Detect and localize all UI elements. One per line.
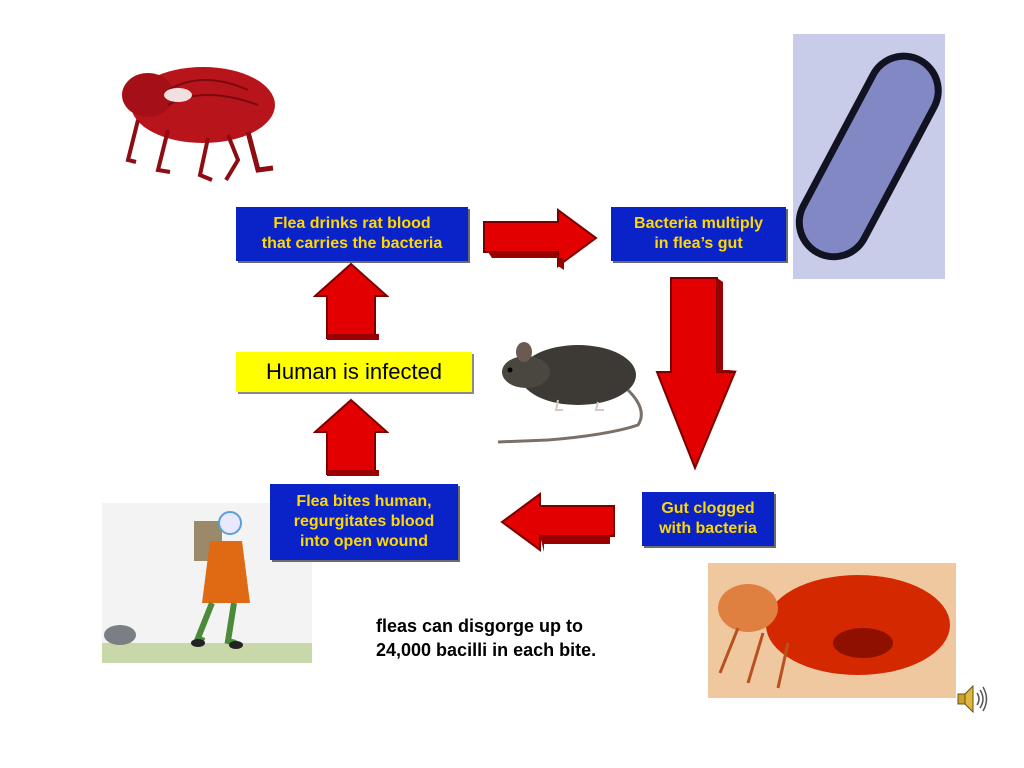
arrow-right [483,208,598,270]
step-flea-drinks-rat-blood: Flea drinks rat blood that carries the b… [236,207,468,261]
arrow-up-upper [313,262,389,340]
bacterium-micrograph [793,34,945,279]
arrow-left [500,492,615,552]
step-human-infected: Human is infected [236,352,472,392]
rat-illustration [497,342,643,444]
arrow-up-lower [313,398,389,476]
flea-illustration [122,67,275,182]
engorged-flea-photo [708,563,956,698]
speaker-icon[interactable] [955,682,989,716]
step-bacteria-multiply: Bacteria multiply in flea’s gut [611,207,786,261]
arrow-down [655,277,739,471]
step-flea-bites-human: Flea bites human, regurgitates blood int… [270,484,458,560]
caption-text: fleas can disgorge up to 24,000 bacilli … [376,616,597,660]
step-gut-clogged: Gut clogged with bacteria [642,492,774,546]
